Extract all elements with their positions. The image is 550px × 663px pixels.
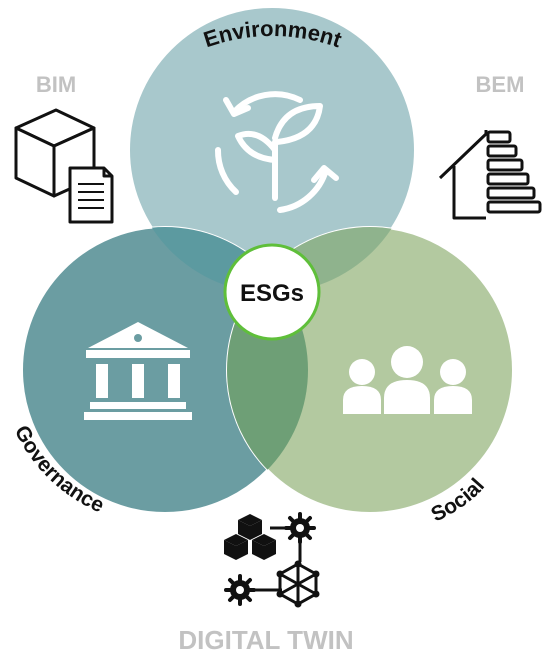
- bim-label: BIM: [36, 72, 76, 97]
- digital-twin-network-icon: [224, 512, 320, 608]
- building-pediment-dot: [134, 334, 142, 342]
- cube-document-icon: [14, 108, 114, 224]
- digital-twin-label: DIGITAL TWIN: [178, 625, 353, 655]
- center-label: ESGs: [240, 280, 304, 307]
- house-energy-rating-icon: [438, 130, 542, 220]
- institution-building-icon: [84, 322, 192, 420]
- bem-label: BEM: [476, 72, 525, 97]
- recycle-leaf-icon: [214, 91, 339, 213]
- people-group-icon: [343, 346, 472, 414]
- center-badge: [223, 243, 321, 341]
